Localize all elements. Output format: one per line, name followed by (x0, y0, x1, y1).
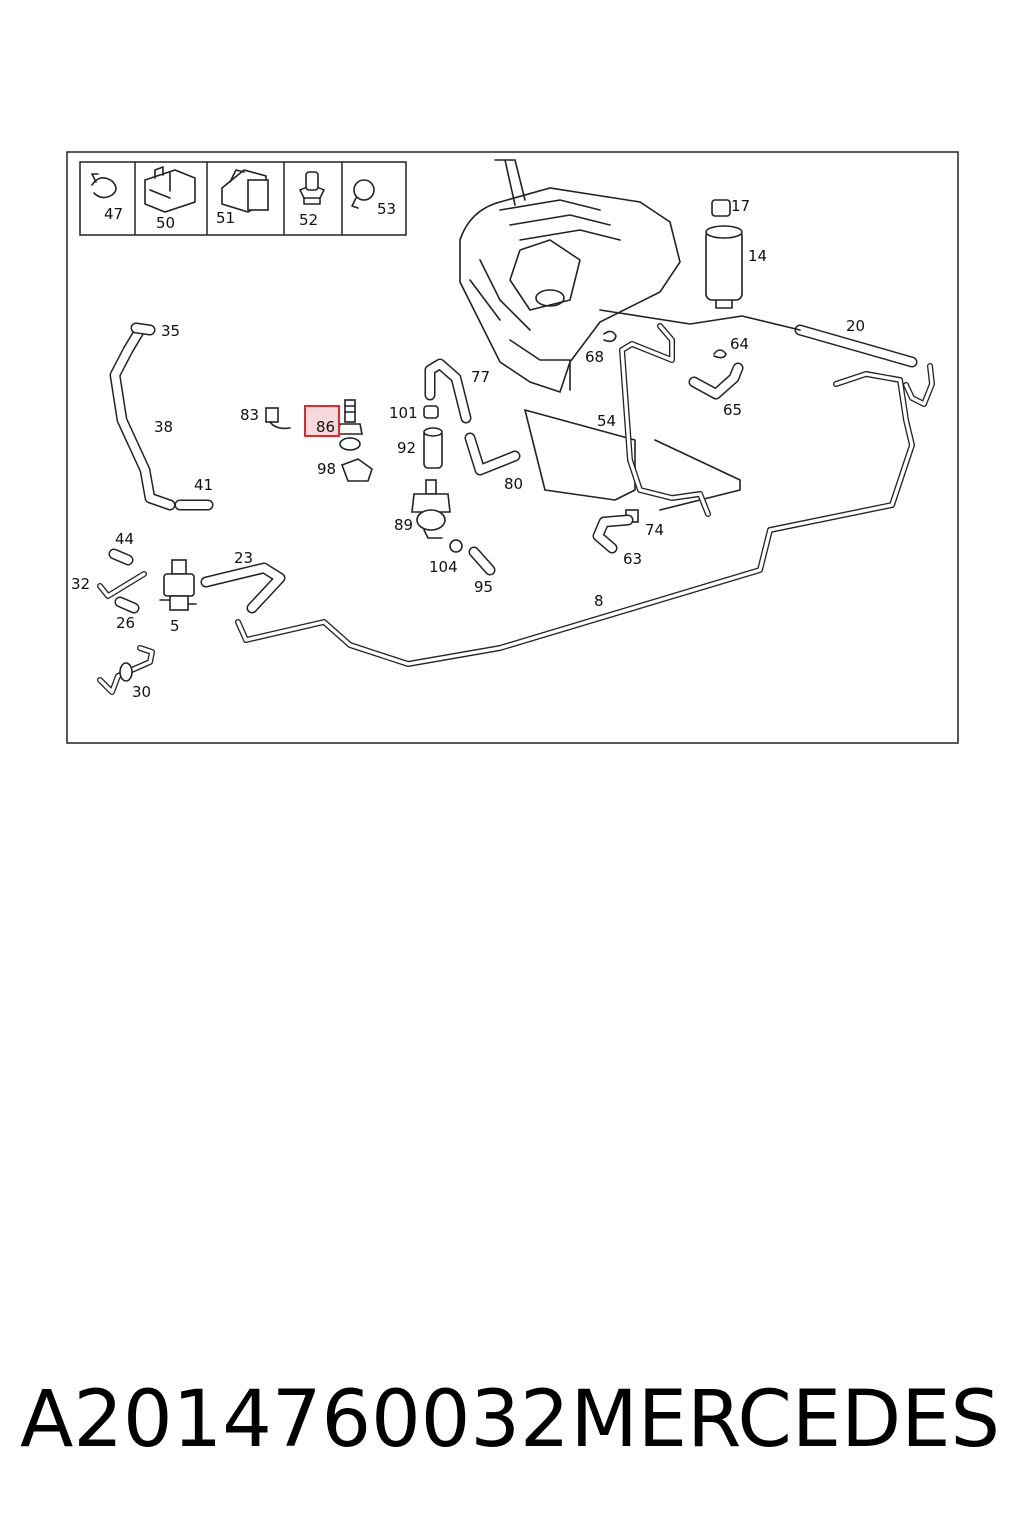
callout-64: 64 (730, 335, 749, 353)
legend-bracket-51-icon (221, 169, 269, 213)
hose-32 (97, 571, 147, 599)
callout-89: 89 (394, 516, 413, 534)
hose-23 (200, 562, 286, 614)
elbow-26 (114, 596, 140, 614)
callout-5: 5 (170, 617, 180, 635)
callout-35: 35 (161, 322, 180, 340)
sleeve-92 (423, 427, 443, 469)
highlight-box-86 (304, 405, 340, 437)
callout-38: 38 (154, 418, 173, 436)
elbow-35 (130, 322, 156, 336)
valve-89 (411, 479, 451, 539)
main-line-8 (235, 363, 935, 667)
bracket-98 (340, 458, 373, 482)
callout-32: 32 (71, 575, 90, 593)
callout-95: 95 (474, 578, 493, 596)
clamp-104 (449, 539, 463, 553)
hose-63 (592, 514, 634, 554)
diagram-border (66, 151, 959, 744)
callout-77: 77 (471, 368, 490, 386)
canister-14 (705, 225, 743, 309)
canister-line (599, 309, 801, 331)
hose-77 (424, 358, 472, 424)
hose-30 (97, 645, 155, 695)
callout-8: 8 (594, 592, 604, 610)
clamp-101 (423, 405, 439, 419)
plug-44 (108, 548, 134, 566)
callout-17: 17 (731, 197, 750, 215)
callout-26: 26 (116, 614, 135, 632)
hose-80 (464, 432, 521, 476)
clamp-64 (713, 349, 727, 359)
callout-14: 14 (748, 247, 767, 265)
brand-name: MERCEDES (570, 1375, 1001, 1465)
legend-label-51: 51 (216, 209, 235, 227)
legend-grommet-52-icon (298, 171, 326, 205)
callout-101: 101 (389, 404, 418, 422)
parts-diagram: 47 50 51 52 53 (66, 151, 959, 744)
part-number: A2014760032 (20, 1375, 570, 1465)
callout-74: 74 (645, 521, 664, 539)
footer: A2014760032 MERCEDES (0, 1370, 1024, 1470)
legend-label-53: 53 (377, 200, 396, 218)
callout-30: 30 (132, 683, 151, 701)
callout-23: 23 (234, 549, 253, 567)
callout-104: 104 (429, 558, 458, 576)
legend-clamp-53-icon (351, 179, 375, 209)
legend-label-50: 50 (156, 214, 175, 232)
legend-table: 47 50 51 52 53 (79, 161, 407, 236)
line-54 (619, 323, 711, 517)
hose-38 (109, 324, 176, 511)
clip-68 (603, 330, 617, 343)
legend-bracket-50-icon (144, 166, 196, 213)
valve-86 (337, 399, 363, 451)
callout-63: 63 (623, 550, 642, 568)
valve-5 (159, 559, 197, 611)
callout-68: 68 (585, 348, 604, 366)
callout-98: 98 (317, 460, 336, 478)
callout-92: 92 (397, 439, 416, 457)
sleeve-95 (468, 546, 496, 576)
callout-44: 44 (115, 530, 134, 548)
hose-20 (794, 324, 918, 368)
hose-65 (688, 362, 744, 400)
callout-41: 41 (194, 476, 213, 494)
callout-65: 65 (723, 401, 742, 419)
callout-83: 83 (240, 406, 259, 424)
legend-label-52: 52 (299, 211, 318, 229)
callout-80: 80 (504, 475, 523, 493)
callout-54: 54 (597, 412, 616, 430)
fitting-83 (265, 407, 291, 430)
cap-17 (711, 199, 731, 217)
callout-86: 86 (316, 418, 335, 436)
fuel-tank (459, 159, 681, 394)
legend-label-47: 47 (104, 205, 123, 223)
legend-clamp-47-icon (91, 173, 117, 199)
callout-20: 20 (846, 317, 865, 335)
